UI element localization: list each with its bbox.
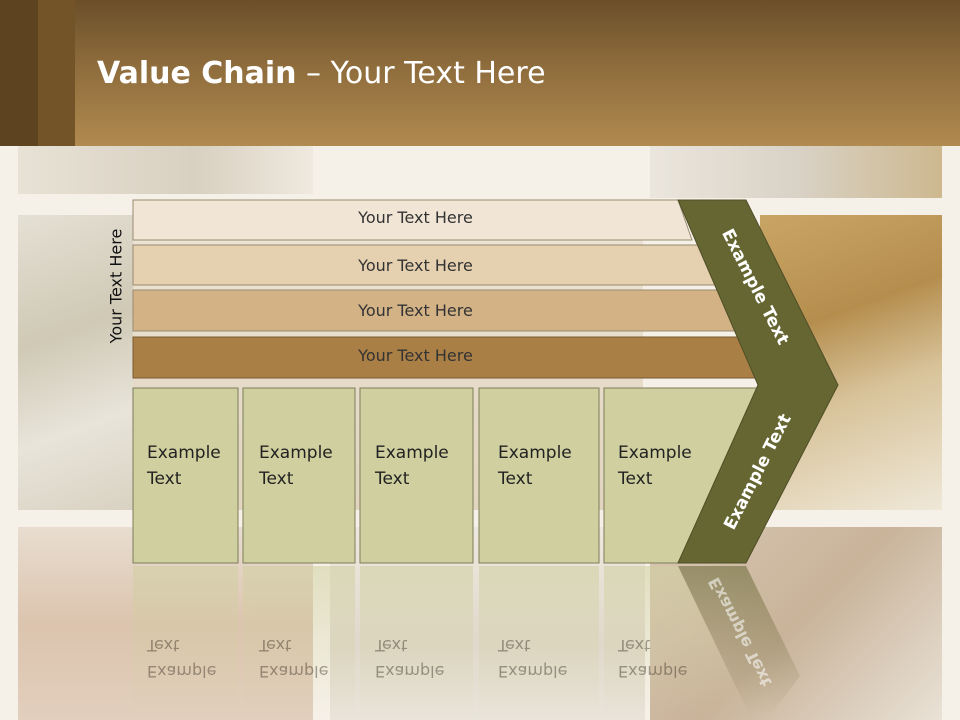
primary-activity-label-line: Example xyxy=(375,443,449,463)
background-photo-top-right xyxy=(650,146,942,198)
primary-activity-box-4 xyxy=(478,387,600,564)
slide-title-bold: Value Chain xyxy=(97,56,297,91)
primary-activity-label-line: Example xyxy=(259,443,333,463)
primary-activity-label-line: Example xyxy=(259,662,329,681)
primary-activity-label-line: Text xyxy=(375,469,410,489)
primary-activity-label-line: Text xyxy=(375,636,408,655)
title-bar: Value Chain – Your Text Here xyxy=(0,0,960,146)
primary-activity-label-line: Example xyxy=(147,662,217,681)
reflection xyxy=(243,566,355,716)
reflection xyxy=(479,566,599,716)
primary-activity-label-line: Text xyxy=(259,469,294,489)
primary-activity-label: Example Text xyxy=(147,440,247,492)
primary-activity-label-line: Text xyxy=(618,469,653,489)
margin-chevron xyxy=(677,199,839,564)
primary-activity-label-line: Text xyxy=(259,636,292,655)
primary-activity-label-line: Text xyxy=(498,469,533,489)
support-band-label: Your Text Here xyxy=(358,256,473,275)
primary-activity-box-3 xyxy=(359,387,474,564)
primary-activity-label-line: Example xyxy=(498,662,568,681)
reflection xyxy=(360,566,473,716)
support-band-label: Your Text Here xyxy=(358,301,473,320)
primary-activity-label-line: Text xyxy=(618,636,651,655)
title-bar-stripe xyxy=(38,0,75,146)
slide-title: Value Chain – Your Text Here xyxy=(97,52,546,96)
reflection xyxy=(604,566,750,716)
primary-activity-label-line: Text xyxy=(498,636,531,655)
slide-title-rest: – Your Text Here xyxy=(296,56,546,91)
support-band-label: Your Text Here xyxy=(358,208,473,227)
reflection xyxy=(133,566,238,716)
primary-activity-label-line: Example xyxy=(618,662,688,681)
reflection xyxy=(678,566,800,716)
primary-activity-box-2 xyxy=(242,387,356,564)
primary-activity-label-line: Example xyxy=(375,662,445,681)
background-photo-left xyxy=(18,215,133,510)
primary-activity-label-line: Example xyxy=(618,443,692,463)
primary-activity-label-line: Example xyxy=(147,443,221,463)
primary-activity-label-reflection: Example Text xyxy=(375,632,475,684)
primary-activity-label-reflection: Example Text xyxy=(147,632,247,684)
support-activities-label-text: Your Text Here xyxy=(106,228,126,344)
primary-activity-label-line: Text xyxy=(147,636,180,655)
primary-activity-box-1 xyxy=(132,387,239,564)
support-band-label: Your Text Here xyxy=(358,346,473,365)
support-band-1 xyxy=(132,199,693,241)
primary-activity-label: Example Text xyxy=(498,440,598,492)
background-photo-top-left xyxy=(18,146,313,194)
primary-activity-label-line: Example xyxy=(498,443,572,463)
primary-activity-label-line: Text xyxy=(147,469,182,489)
primary-activity-label: Example Text xyxy=(375,440,475,492)
primary-activity-label: Example Text xyxy=(259,440,359,492)
primary-activity-label-reflection: Example Text xyxy=(259,632,359,684)
title-bar-stripe xyxy=(0,0,38,146)
primary-activity-label-reflection: Example Text xyxy=(618,632,718,684)
primary-activity-label-reflection: Example Text xyxy=(498,632,598,684)
primary-activity-label: Example Text xyxy=(618,440,718,492)
